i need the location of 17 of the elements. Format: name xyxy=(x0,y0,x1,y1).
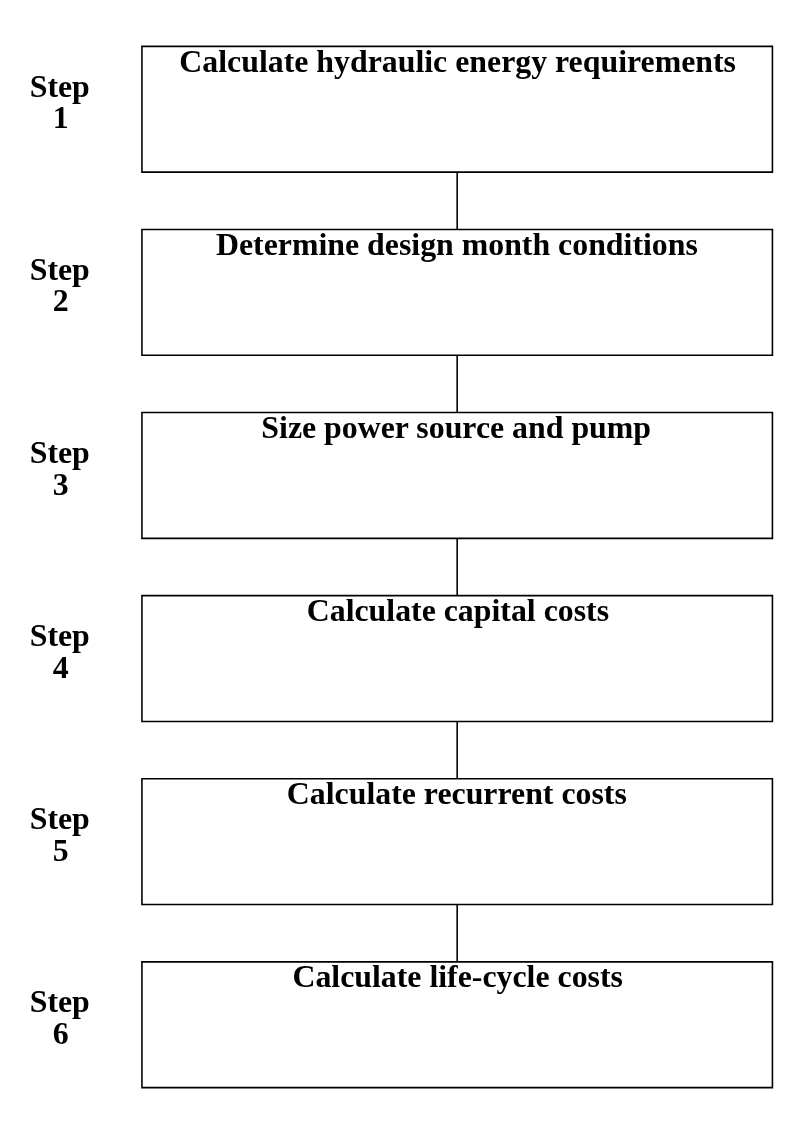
node-box: Determine design month conditions xyxy=(141,228,774,356)
node-box: Calculate capital costs xyxy=(141,594,774,722)
connector xyxy=(456,537,458,596)
node-label: Step 5 xyxy=(29,800,90,868)
node-label: Step 6 xyxy=(29,983,90,1051)
node-label: Step 4 xyxy=(29,617,90,685)
node-label: Step 1 xyxy=(29,68,90,135)
node-box: Size power source and pump xyxy=(141,411,774,539)
connector xyxy=(456,903,458,962)
connector xyxy=(456,354,458,413)
node-label: Step 2 xyxy=(29,251,90,318)
node-box: Calculate hydraulic energy requirements xyxy=(141,45,774,173)
connector xyxy=(456,720,458,779)
connector xyxy=(456,170,458,230)
node-box: Calculate recurrent costs xyxy=(141,777,774,905)
node-box: Calculate life-cycle costs xyxy=(141,960,774,1088)
node-label: Step 3 xyxy=(29,434,90,502)
